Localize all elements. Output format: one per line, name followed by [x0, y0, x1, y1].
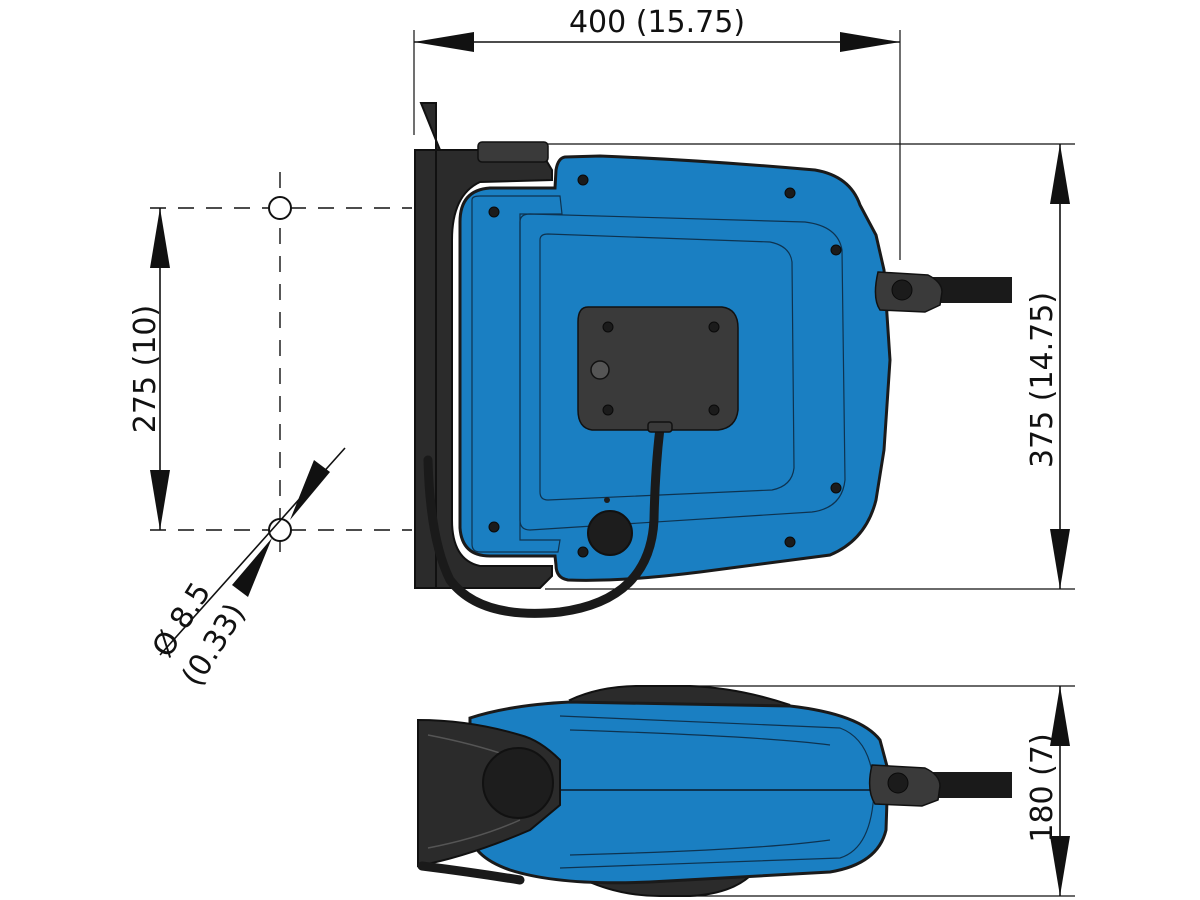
width-dimension-label: 400 (15.75)	[569, 5, 745, 40]
depth-dimension: 180 (7)	[690, 685, 1075, 897]
depth-dimension-label: 180 (7)	[1025, 733, 1060, 842]
hole-diameter-callout: Ø 8.5 (0.33)	[146, 447, 346, 692]
mounting-hole-bottom	[268, 518, 292, 542]
height-dimension: 375 (14.75)	[545, 143, 1075, 590]
mounting-hole-top	[268, 196, 292, 220]
hose-reel-front-view-icon	[414, 102, 1012, 618]
hole-spacing-dimension: 275 (10)	[128, 172, 412, 560]
width-dimension: 400 (15.75)	[413, 5, 901, 260]
hose-reel-side-view-icon	[417, 685, 1012, 897]
hole-spacing-label: 275 (10)	[128, 305, 163, 433]
height-dimension-label: 375 (14.75)	[1025, 292, 1060, 468]
